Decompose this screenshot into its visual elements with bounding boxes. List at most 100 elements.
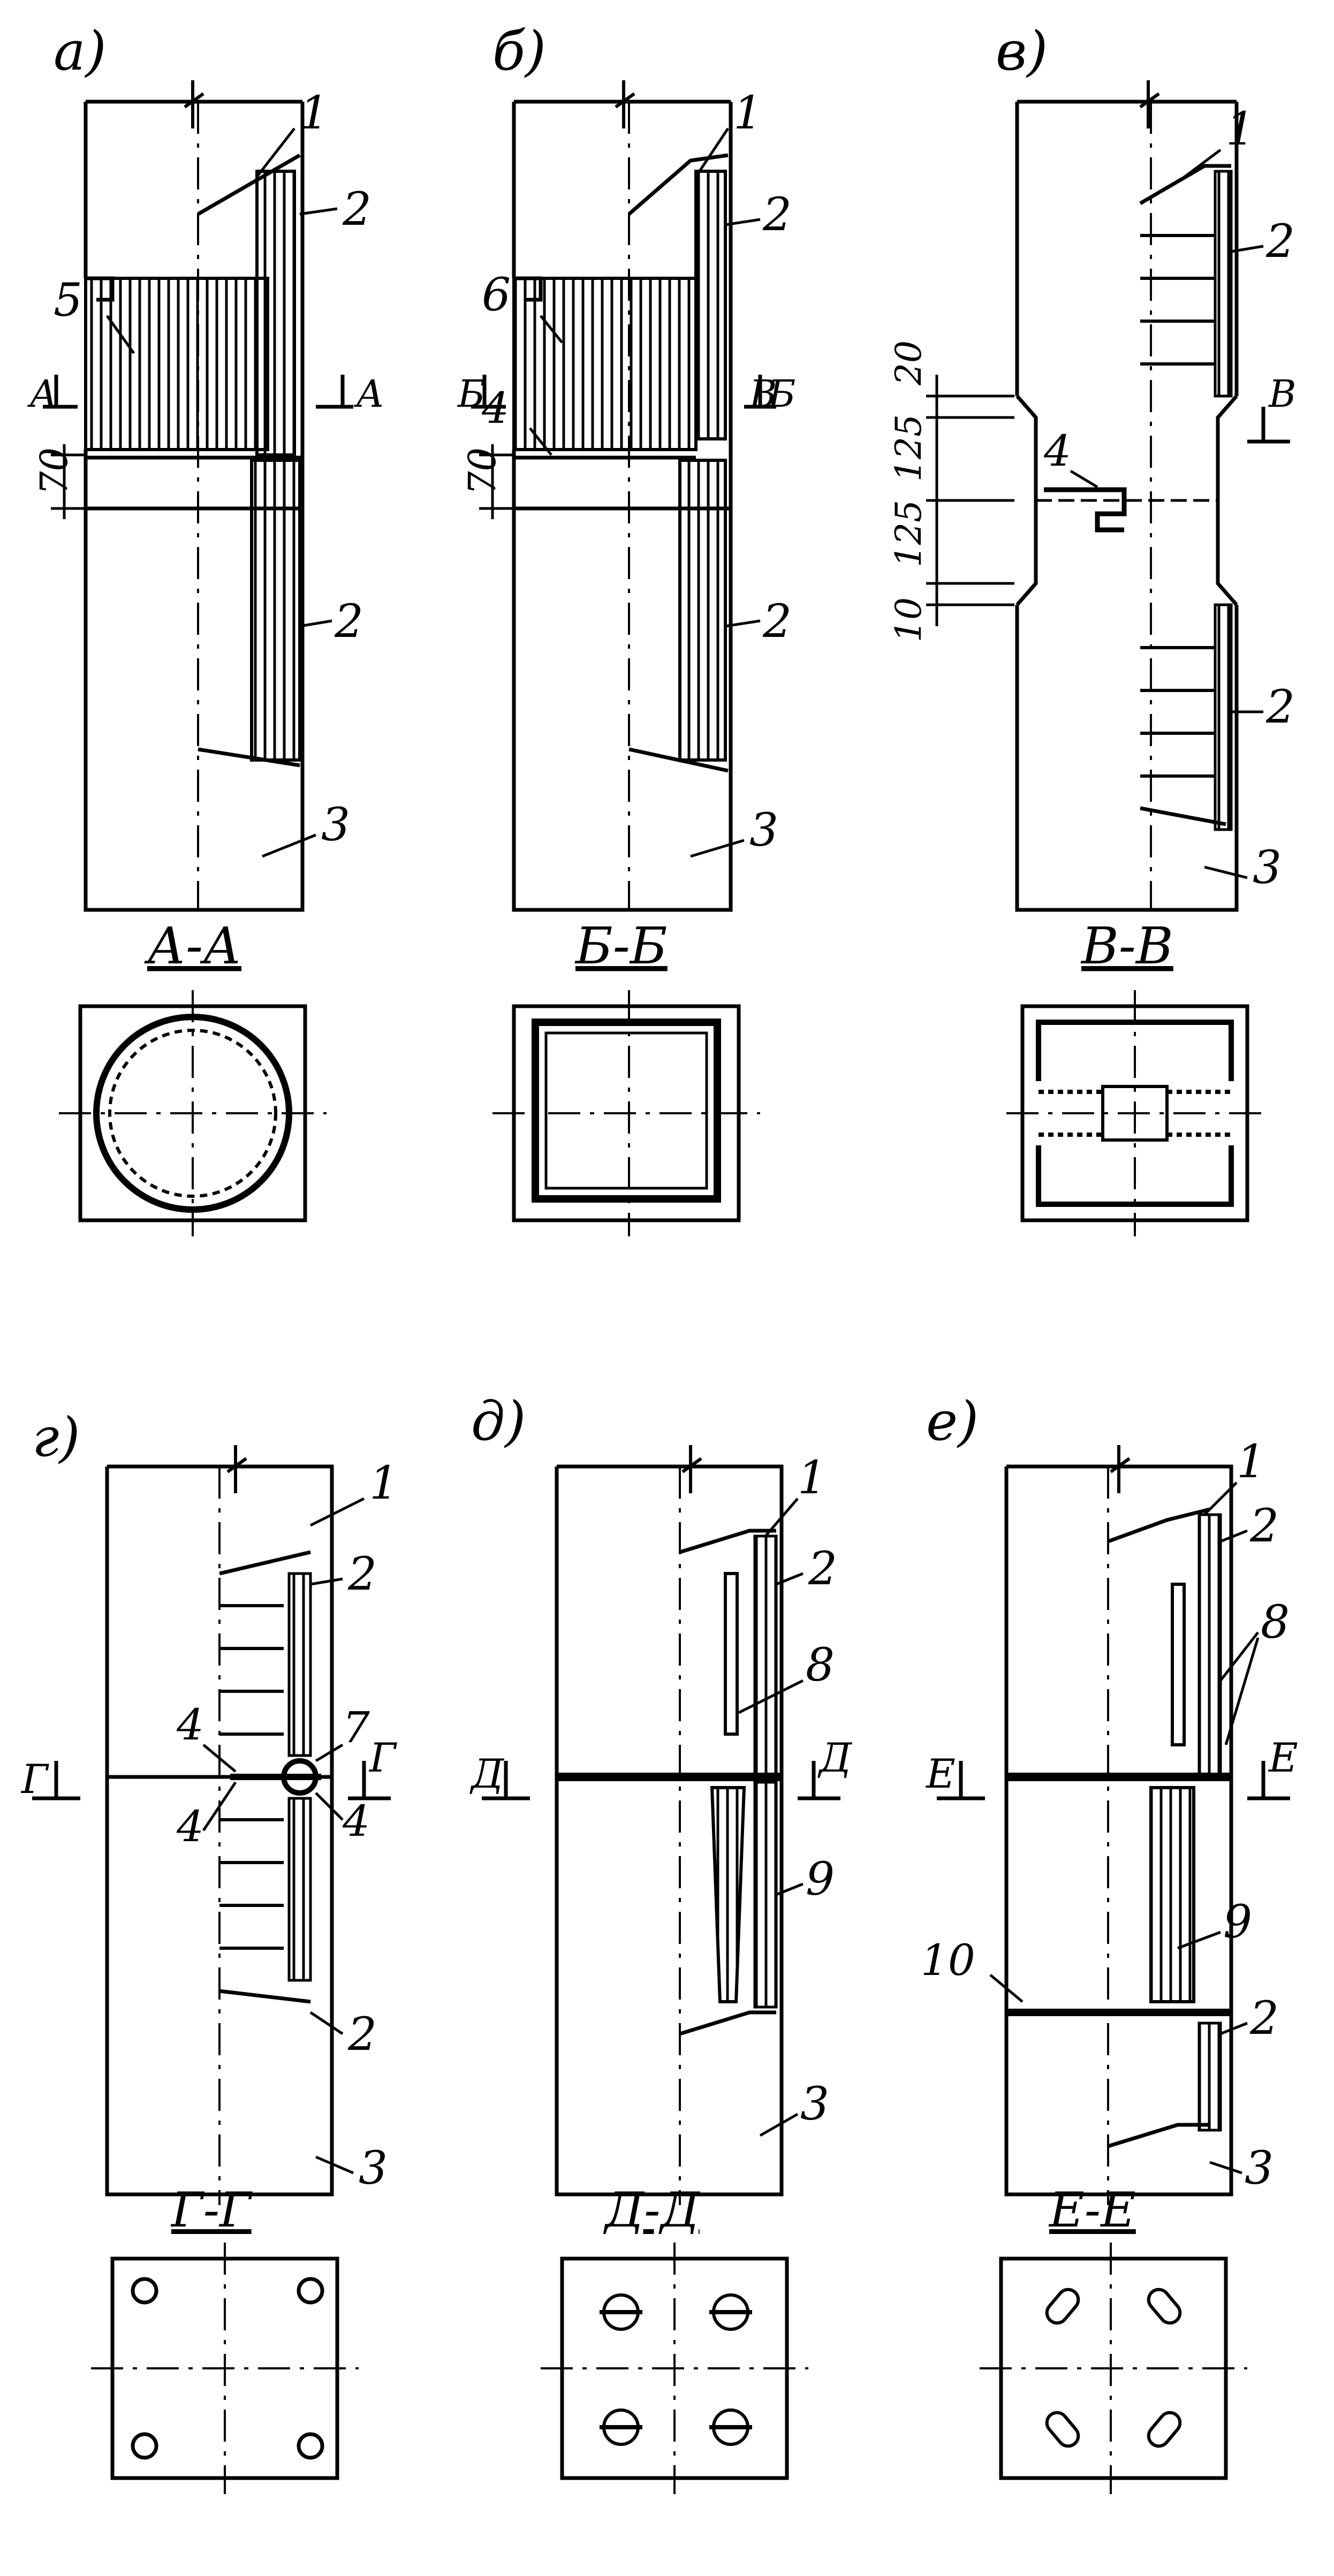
cut-mark-right — [798, 1761, 840, 1800]
rebar-upper — [694, 170, 727, 440]
rebar-upper — [1197, 1513, 1222, 1779]
section-plate — [1101, 1085, 1169, 1142]
cut-line-lower — [219, 1989, 311, 2004]
dim-20: 20 — [888, 340, 929, 386]
callout-4c: 4 — [342, 1796, 370, 1846]
leader-2b — [1220, 2022, 1248, 2035]
callout-3: 3 — [1253, 841, 1282, 894]
leader-2 — [310, 1577, 343, 1586]
callout-2: 2 — [762, 188, 792, 241]
panel-b: б) Б Б 70 1 2 6 4 2 3 Б-Б — [457, 20, 795, 1236]
cut-letter-left: Г — [20, 1756, 49, 1803]
dim-10: 10 — [888, 597, 929, 642]
leader-1 — [1177, 149, 1222, 183]
section-welds — [1039, 1090, 1231, 1137]
callout-10: 10 — [921, 1935, 975, 1985]
section-title: Б-Б — [574, 917, 668, 976]
leader-2b — [309, 2011, 344, 2035]
section-axes — [980, 2243, 1247, 2494]
leader-9 — [1177, 1931, 1221, 1950]
callout-1: 1 — [798, 1452, 827, 1504]
cut-mark-left — [43, 375, 78, 409]
leader-2 — [1231, 245, 1264, 253]
rebar-lower — [250, 459, 301, 762]
cut-letter-right: Д — [817, 1734, 853, 1781]
panel-letter: г) — [32, 1406, 80, 1469]
cut-line-upper — [1107, 1507, 1210, 1544]
panel-a: а) А А 70 1 2 5 2 3 А-А — [27, 20, 384, 1236]
break-mark — [1139, 80, 1160, 128]
section-title: А-А — [144, 917, 241, 976]
callout-4: 4 — [1043, 426, 1071, 476]
sleeve — [710, 1786, 746, 2003]
cut-letter-left: А — [27, 372, 58, 416]
callout-1: 1 — [733, 87, 762, 140]
section-title: В-В — [1080, 917, 1173, 976]
section-sleeves — [600, 2293, 752, 2446]
panel-letter: д) — [471, 1390, 526, 1453]
callout-3: 3 — [800, 2078, 829, 2131]
leader-2b — [299, 619, 332, 628]
leader-7 — [315, 1743, 344, 1762]
leader-2b — [725, 619, 761, 628]
panel-v: в) 20 125 125 10 В В 1 2 4 2 3 В-В — [748, 20, 1296, 1236]
column — [1004, 1464, 1233, 2197]
column-upper — [1015, 100, 1239, 396]
leader-1 — [256, 127, 295, 178]
dim-125b: 125 — [888, 500, 929, 567]
cut-letter-right: Г — [368, 1734, 397, 1781]
joint-weld — [1044, 487, 1127, 533]
callout-2b: 2 — [347, 2008, 377, 2061]
cut-letter-right: В — [1268, 372, 1296, 416]
cut-mark-right — [1247, 1761, 1290, 1800]
leader-3 — [690, 839, 745, 858]
leader-4 — [1070, 469, 1098, 489]
section-bar — [297, 2432, 324, 2460]
leader-1 — [694, 127, 730, 178]
callout-1: 1 — [369, 1457, 398, 1510]
callout-4: 4 — [481, 383, 509, 433]
section-sleeves — [1045, 2288, 1182, 2448]
callout-2b: 2 — [1249, 1992, 1279, 2045]
callout-2: 2 — [1249, 1500, 1279, 1553]
callout-7: 7 — [343, 1703, 370, 1752]
section-sleeve — [1147, 2411, 1182, 2448]
cut-letter-left: Б — [457, 372, 485, 416]
joint-fill — [84, 277, 269, 451]
sleeve-bars — [600, 2310, 752, 2429]
callout-4a: 4 — [176, 1700, 204, 1750]
panel-g: г) Г Г 1 2 4 7 4 4 2 3 Г-Г — [20, 1406, 398, 2494]
callout-2: 2 — [347, 1548, 377, 1601]
joint-outline — [86, 276, 115, 302]
rebar-lower — [287, 1797, 312, 1982]
rebar-lower — [678, 459, 727, 762]
dim-line — [51, 444, 86, 519]
cut-letter-right: Е — [1268, 1734, 1298, 1781]
leader-3 — [759, 2113, 799, 2137]
cut-line-upper — [197, 153, 301, 216]
callout-2b: 2 — [334, 595, 363, 648]
callout-2: 2 — [1265, 215, 1295, 268]
callout-1: 1 — [1237, 1435, 1265, 1488]
callout-2b: 2 — [1265, 681, 1295, 734]
callout-2b: 2 — [762, 595, 792, 648]
section-title: Г-Г — [170, 2182, 253, 2238]
cut-line-lower — [628, 747, 729, 773]
cut-mark-right — [316, 375, 353, 409]
panel-letter: е) — [926, 1390, 979, 1453]
leader-2 — [776, 1572, 804, 1586]
section-bar — [297, 2277, 324, 2305]
anchor-bar — [1171, 1583, 1186, 1746]
anchor-bar — [724, 1572, 739, 1736]
cut-letter-right: Б — [767, 372, 795, 416]
section-cage — [532, 1019, 721, 1203]
cut-line-lower — [198, 747, 300, 768]
panel-letter: б) — [492, 20, 546, 82]
stirrups-upper — [1140, 234, 1215, 366]
leader-10 — [989, 1974, 1024, 2003]
section-sleeve — [1045, 2411, 1080, 2448]
dim-line — [479, 444, 514, 519]
panel-e: е) Е Е 1 2 8 9 10 2 3 Е-Е — [921, 1390, 1298, 2494]
joint-outline — [514, 276, 543, 302]
